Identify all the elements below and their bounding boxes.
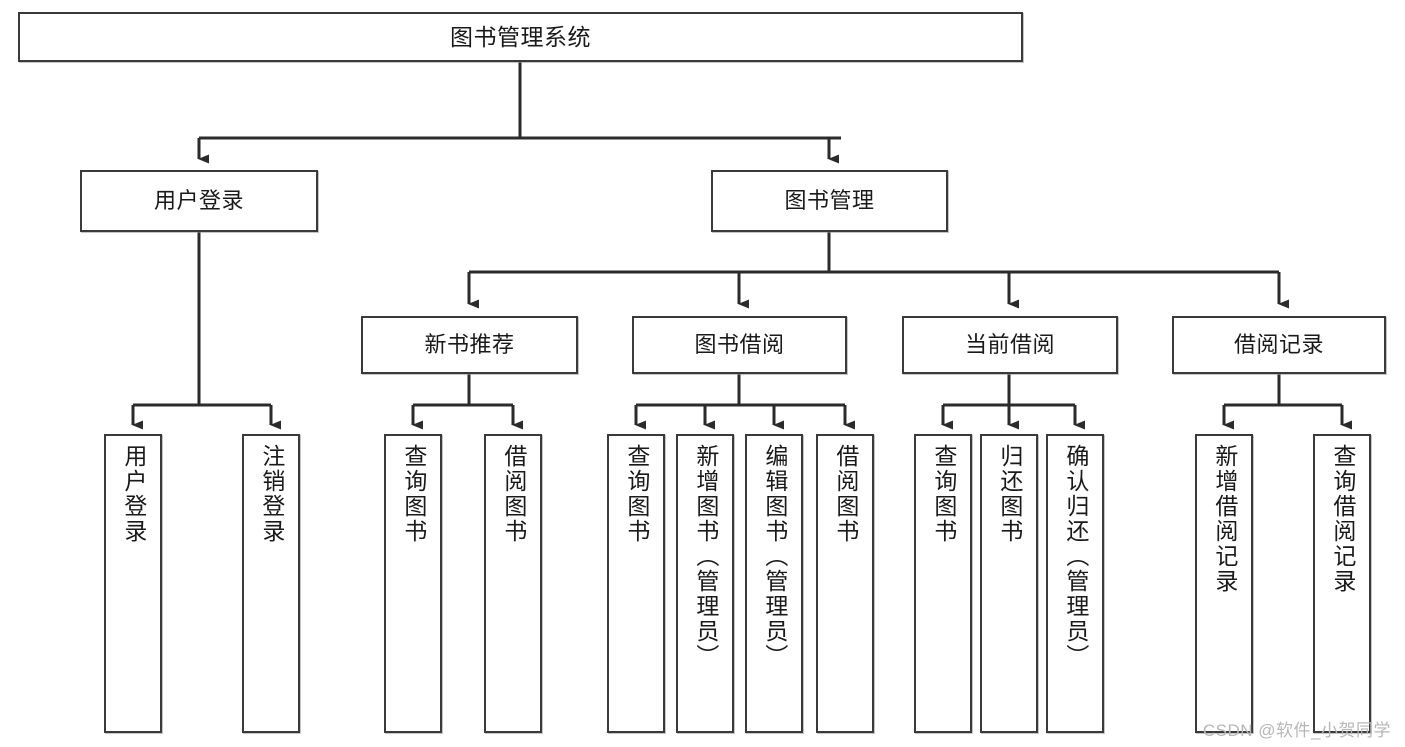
node-label: 图书借阅	[694, 332, 785, 357]
leaf-record-add-record[interactable]: 新增借阅记录	[1195, 434, 1253, 733]
leaf-user-login-logout[interactable]: 注销登录	[242, 434, 300, 733]
leaf-record-query-record[interactable]: 查询借阅记录	[1313, 434, 1371, 733]
node-current-borrow[interactable]: 当前借阅	[902, 316, 1118, 374]
leaf-user-login-login[interactable]: 用户登录	[104, 434, 162, 733]
node-label: 图书管理系统	[450, 23, 591, 50]
node-label: 用户登录	[120, 444, 147, 544]
leaf-current-confirm-return-admin[interactable]: 确认归还（管理员）	[1046, 434, 1104, 733]
node-label: 图书管理	[784, 188, 875, 213]
csdn-watermark: CSDN @软件_小贺同学	[1202, 721, 1391, 740]
node-label: 归还图书	[996, 444, 1023, 544]
node-label: 借阅图书	[832, 444, 859, 544]
node-label: 查询借阅记录	[1329, 444, 1356, 594]
leaf-current-query-book[interactable]: 查询图书	[914, 434, 972, 733]
node-label: 用户登录	[153, 188, 244, 213]
node-borrow-record[interactable]: 借阅记录	[1172, 316, 1386, 374]
node-label: 注销登录	[258, 444, 285, 544]
node-label: 新增借阅记录	[1211, 444, 1238, 594]
node-label: 借阅图书	[500, 444, 527, 544]
node-user-login[interactable]: 用户登录	[80, 170, 318, 232]
node-label: 新书推荐	[424, 332, 515, 357]
node-label: 编辑图书（管理员）	[761, 444, 788, 669]
leaf-recommend-borrow-book[interactable]: 借阅图书	[484, 434, 542, 733]
node-label: 当前借阅	[964, 332, 1055, 357]
node-root-system[interactable]: 图书管理系统	[18, 12, 1023, 62]
node-label: 新增图书（管理员）	[692, 444, 719, 669]
leaf-current-return-book[interactable]: 归还图书	[980, 434, 1038, 733]
leaf-borrow-query-book[interactable]: 查询图书	[607, 434, 665, 733]
node-book-borrow[interactable]: 图书借阅	[632, 316, 847, 374]
node-label: 查询图书	[623, 444, 650, 544]
node-label: 查询图书	[400, 444, 427, 544]
node-label: 查询图书	[930, 444, 957, 544]
leaf-recommend-query-book[interactable]: 查询图书	[384, 434, 442, 733]
node-label: 借阅记录	[1233, 332, 1324, 357]
leaf-borrow-edit-book-admin[interactable]: 编辑图书（管理员）	[745, 434, 803, 733]
leaf-borrow-borrow-book[interactable]: 借阅图书	[816, 434, 874, 733]
node-new-book-recommend[interactable]: 新书推荐	[361, 316, 578, 374]
node-book-management[interactable]: 图书管理	[711, 170, 948, 232]
leaf-borrow-add-book-admin[interactable]: 新增图书（管理员）	[676, 434, 734, 733]
node-label: 确认归还（管理员）	[1062, 444, 1089, 669]
